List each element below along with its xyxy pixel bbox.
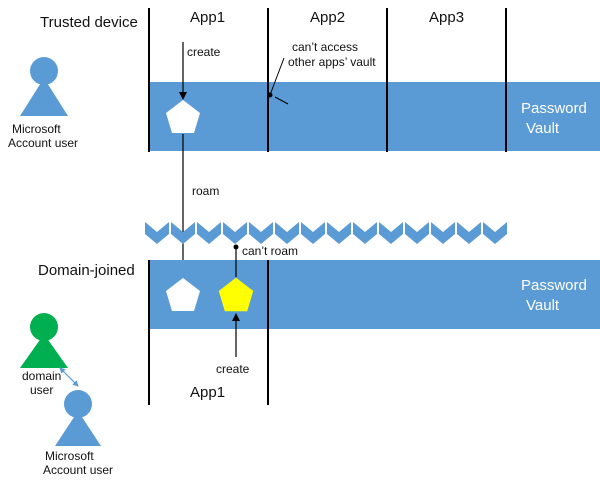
top-user-label-line2: Account user: [8, 136, 78, 150]
bottom-microsoft-user-icon: [55, 390, 101, 446]
cloud-chevron: [353, 222, 377, 244]
cloud-chevron-band: [145, 222, 507, 244]
domain-user-label-line1: domain: [22, 369, 61, 383]
cloud-chevron: [275, 222, 299, 244]
top-vault-label-line2: Vault: [526, 120, 560, 137]
top-create-label: create: [187, 45, 221, 59]
trusted-device-title: Trusted device: [40, 14, 138, 31]
top-user-label-line1: Microsoft: [12, 122, 61, 136]
no-access-block-tick: [274, 96, 289, 105]
column-app2: App2: [310, 9, 345, 26]
cloud-chevron: [405, 222, 429, 244]
cloud-chevron: [223, 222, 247, 244]
cloud-chevron: [483, 222, 507, 244]
domain-joined-title: Domain-joined: [38, 262, 135, 279]
no-access-label-line2: other apps’ vault: [288, 55, 376, 69]
cloud-chevron: [457, 222, 481, 244]
cloud-chevron: [145, 222, 169, 244]
top-credential-pentagon: [166, 100, 200, 133]
account-link-arrow: [59, 367, 79, 387]
bottom-vault-label-line2: Vault: [526, 297, 560, 314]
bottom-roamed-credential-pentagon: [166, 278, 200, 311]
bottom-user-label-line2: Account user: [43, 463, 113, 477]
top-microsoft-user-icon: [20, 57, 68, 116]
cant-roam-label: can’t roam: [242, 244, 298, 258]
domain-user-label-line2: user: [30, 383, 53, 397]
bottom-app1-label: App1: [190, 384, 225, 401]
bottom-user-label-line1: Microsoft: [45, 449, 94, 463]
cloud-chevron: [379, 222, 403, 244]
cloud-chevron: [431, 222, 455, 244]
bottom-vault-label-line1: Password: [521, 277, 587, 294]
bottom-create-label: create: [216, 362, 250, 376]
domain-user-icon: [20, 313, 68, 368]
cloud-chevron: [197, 222, 221, 244]
cloud-chevron: [249, 222, 273, 244]
top-vault-label-line1: Password: [521, 100, 587, 117]
roam-label: roam: [192, 184, 219, 198]
column-app1: App1: [190, 9, 225, 26]
top-password-vault: [149, 82, 600, 151]
column-app3: App3: [429, 9, 464, 26]
no-access-label-line1: can’t access: [292, 40, 358, 54]
bottom-password-vault: [149, 260, 600, 329]
no-access-pointer: [267, 57, 285, 98]
cloud-chevron: [171, 222, 195, 244]
cloud-chevron: [301, 222, 325, 244]
bottom-local-credential-pentagon: [218, 277, 254, 312]
cloud-chevron: [327, 222, 351, 244]
